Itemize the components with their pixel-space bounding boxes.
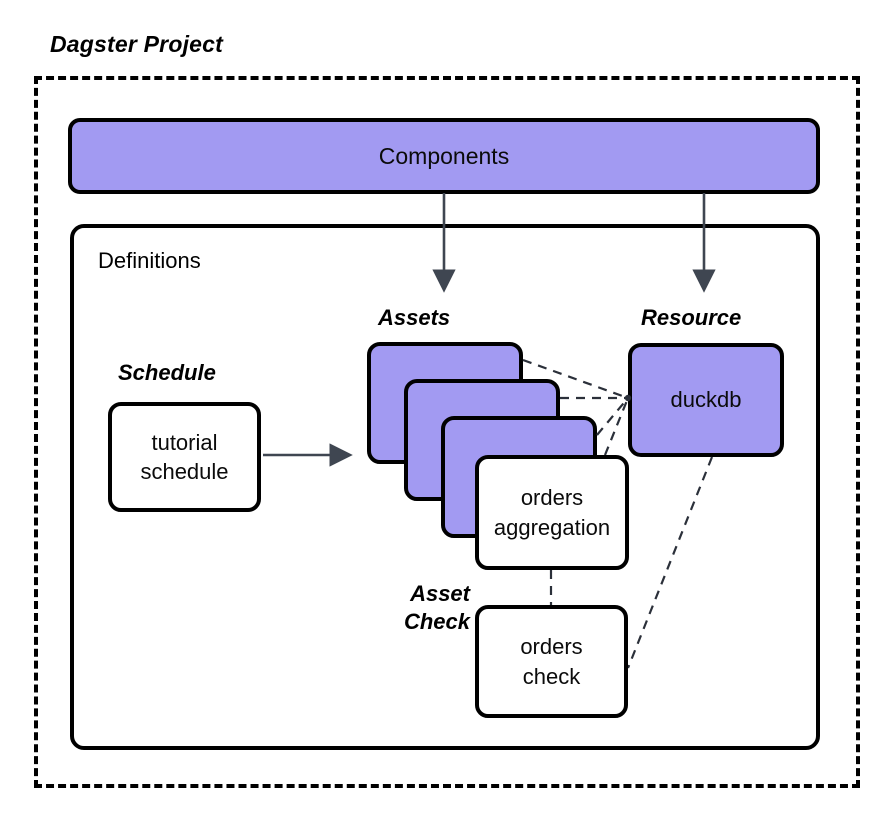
asset-check-kind-label-line1: Asset (410, 581, 470, 606)
schedule-node-line1: tutorial (151, 429, 218, 455)
asset-check-kind-label: Asset Check (370, 580, 470, 635)
resource-node-duckdb[interactable]: duckdb (628, 343, 784, 457)
orders-check-node[interactable]: orders check (475, 605, 628, 718)
project-boundary (34, 76, 860, 788)
orders-aggregation-node[interactable]: orders aggregation (475, 455, 629, 570)
project-title: Dagster Project (50, 31, 224, 57)
orders-check-line2: check (522, 663, 581, 689)
schedule-kind-label: Schedule (118, 360, 216, 385)
orders-check-line1: orders (520, 634, 583, 660)
resource-node-label: duckdb (670, 387, 742, 413)
asset-check-kind-label-line2: Check (403, 608, 470, 634)
schedule-node[interactable]: tutorial schedule (108, 402, 261, 512)
orders-aggregation-line1: orders (520, 485, 584, 511)
orders-aggregation-line2: aggregation (493, 514, 611, 540)
components-label: Components (378, 142, 510, 169)
components-box[interactable]: Components (68, 118, 820, 194)
schedule-node-line2: schedule (140, 459, 229, 484)
assets-kind-label: Assets (378, 305, 451, 330)
resource-kind-label: Resource (641, 305, 742, 330)
definitions-label: Definitions (98, 248, 201, 273)
